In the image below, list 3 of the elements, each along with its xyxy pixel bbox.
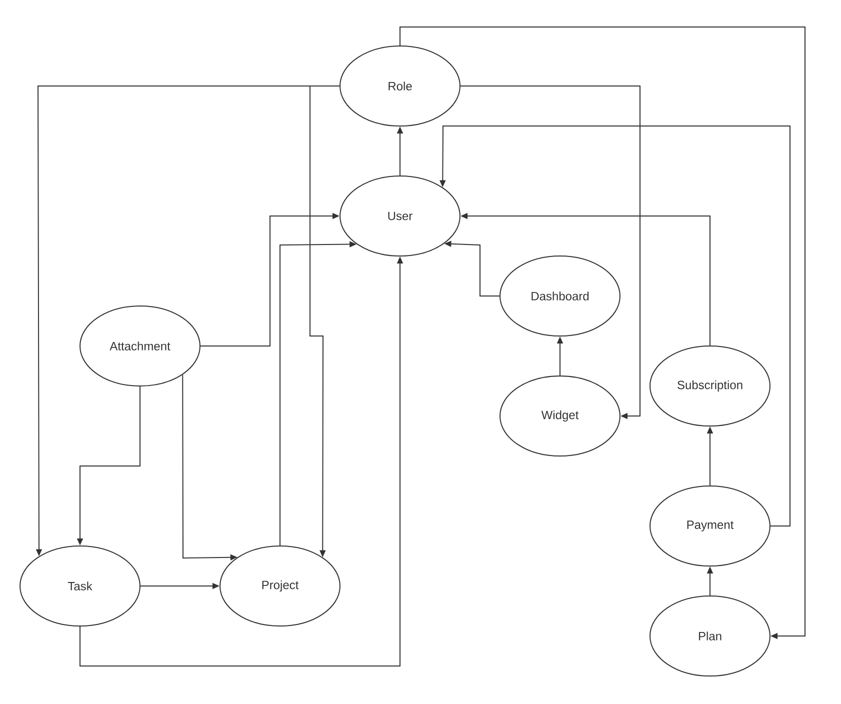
- arrow: [400, 26, 806, 640]
- arrow: [460, 86, 640, 420]
- arrow: [440, 126, 790, 526]
